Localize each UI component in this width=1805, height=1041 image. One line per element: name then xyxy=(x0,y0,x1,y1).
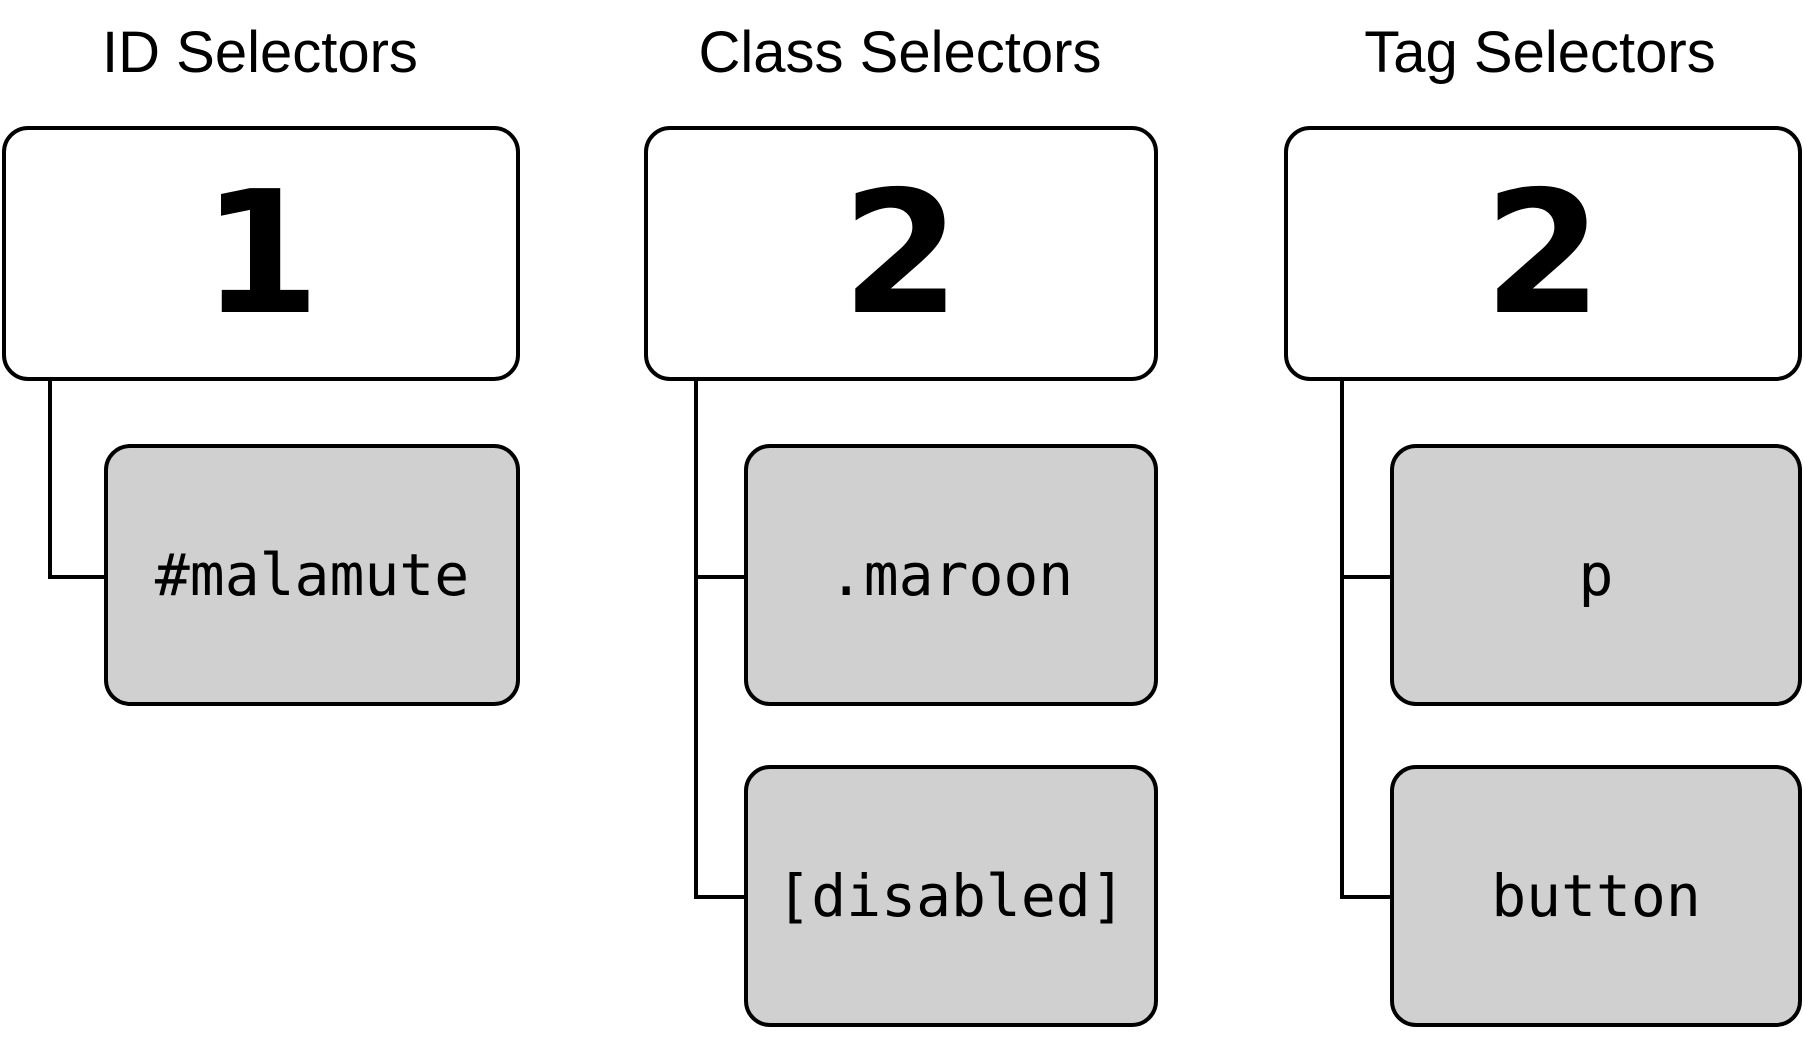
connector-stem xyxy=(48,381,52,579)
connector-branch xyxy=(1340,895,1392,899)
connector-branch xyxy=(694,895,746,899)
column-heading: Class Selectors xyxy=(698,20,1102,85)
selector-box: .maroon xyxy=(744,444,1158,706)
connector-branch xyxy=(694,575,746,579)
connector-branch xyxy=(48,575,106,579)
count-box: 2 xyxy=(1284,126,1802,381)
id-selectors-column: ID Selectors 1 #malamute xyxy=(0,0,525,1041)
connector-stem xyxy=(1340,381,1344,899)
count-box: 2 xyxy=(644,126,1158,381)
connector-stem xyxy=(694,381,698,899)
count-box: 1 xyxy=(2,126,520,381)
column-heading: Tag Selectors xyxy=(1364,20,1716,85)
selector-box: #malamute xyxy=(104,444,520,706)
connector-branch xyxy=(1340,575,1392,579)
column-heading: ID Selectors xyxy=(102,20,418,85)
selector-box: [disabled] xyxy=(744,765,1158,1027)
selector-box: p xyxy=(1390,444,1802,706)
class-selectors-column: Class Selectors 2 .maroon [disabled] xyxy=(640,0,1165,1041)
tag-selectors-column: Tag Selectors 2 p button xyxy=(1280,0,1805,1041)
selector-box: button xyxy=(1390,765,1802,1027)
